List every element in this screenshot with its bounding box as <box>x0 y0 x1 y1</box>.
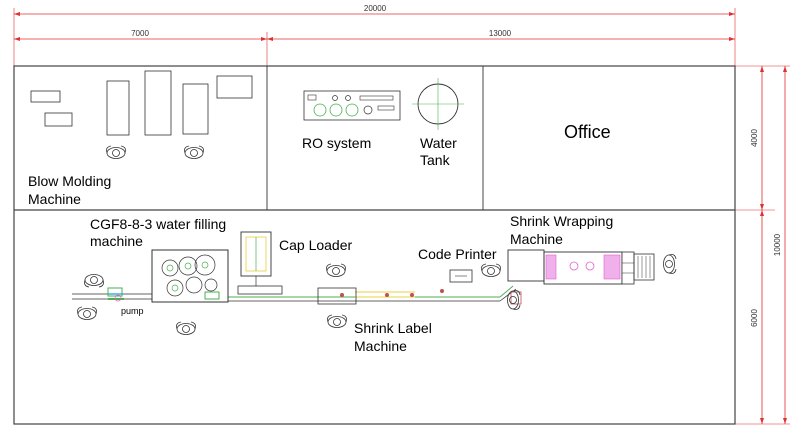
building-walls <box>13 65 736 425</box>
pump-icon <box>107 287 123 302</box>
operators <box>77 145 677 335</box>
shrink-wrapping-label-2: Machine <box>510 231 563 247</box>
operator-icon <box>327 314 347 328</box>
filling-machine-label: CGF8-8-3 water filling <box>90 216 226 232</box>
code-printer <box>449 269 473 283</box>
shrink-label-machine <box>317 287 444 305</box>
operator-icon <box>184 145 204 159</box>
dimension-top: 20000 7000 13000 <box>13 4 736 66</box>
dimension-right: 4000 6000 10000 <box>735 65 790 425</box>
blow-molding-room: Blow Molding Machine <box>28 70 253 207</box>
dim-left-width: 7000 <box>131 29 149 38</box>
operator-icon <box>176 321 196 335</box>
operator-icon <box>106 145 126 159</box>
shrink-label-machine-label-2: Machine <box>354 338 407 354</box>
code-printer-label: Code Printer <box>418 246 497 262</box>
shrink-wrapping-label: Shrink Wrapping <box>510 213 613 229</box>
cap-loader <box>237 231 283 295</box>
water-tank-icon <box>412 78 464 130</box>
pump-label: pump <box>121 306 144 316</box>
blow-molding-label: Blow Molding <box>28 173 111 189</box>
water-tank-label-2: Tank <box>420 152 451 168</box>
shrink-wrapping-machine <box>507 249 655 305</box>
dim-total-width: 20000 <box>364 4 387 13</box>
filling-machine <box>151 249 229 303</box>
production-line: pump CGF8-8-3 water filling machine C <box>72 213 655 354</box>
operator-icon <box>84 274 104 288</box>
water-tank-label: Water <box>420 135 457 151</box>
dim-total-height: 10000 <box>773 233 782 256</box>
ro-system-room: RO system Water Tank <box>302 78 464 168</box>
ro-system-label: RO system <box>302 135 371 151</box>
operator-icon <box>663 254 677 274</box>
office-label: Office <box>564 122 611 142</box>
dim-top-height: 4000 <box>750 129 759 147</box>
operator-icon <box>507 290 521 310</box>
operator-icon <box>481 263 501 277</box>
operator-icon <box>77 306 97 320</box>
operator-icon <box>326 263 346 277</box>
dim-bottom-height: 6000 <box>750 309 759 327</box>
dim-right-width: 13000 <box>489 29 512 38</box>
cap-loader-label: Cap Loader <box>279 237 353 253</box>
blow-molding-label-2: Machine <box>28 191 81 207</box>
shrink-label-machine-label: Shrink Label <box>354 320 432 336</box>
filling-machine-label-2: machine <box>90 233 143 249</box>
